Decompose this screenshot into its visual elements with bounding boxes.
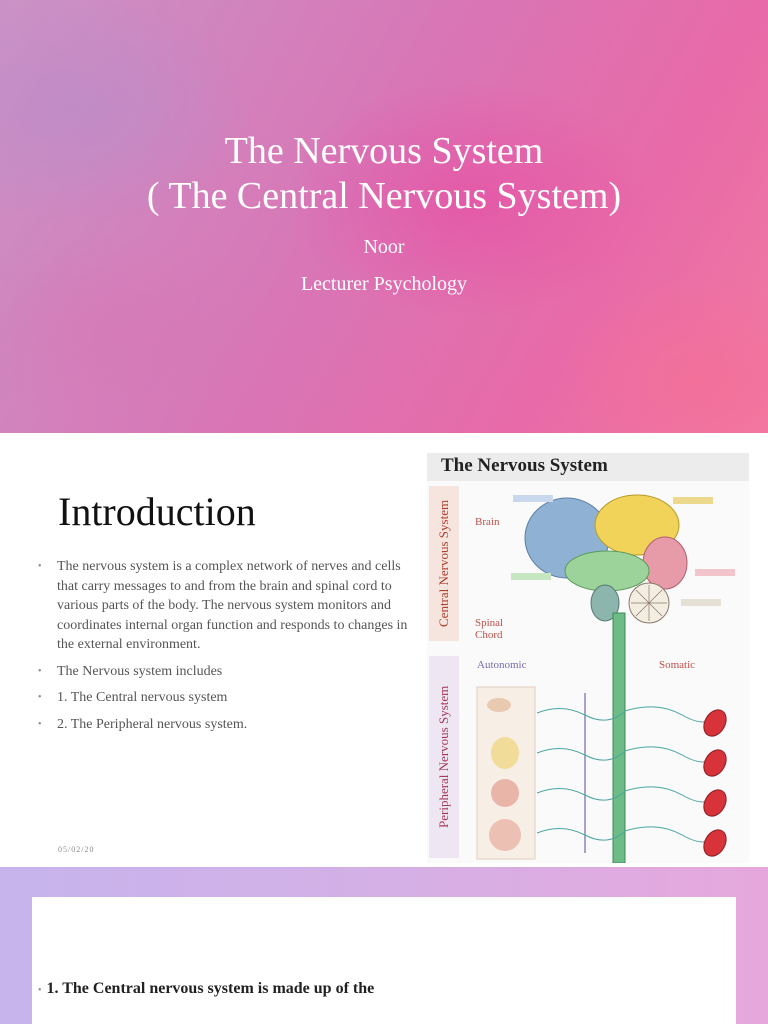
spinal-chord-label: Spinal Chord (475, 617, 503, 641)
bullet-item: • The Nervous system includes (38, 662, 418, 682)
occipital-lobe-shape (642, 536, 688, 590)
muscle-icons (703, 709, 727, 857)
author-role: Lecturer Psychology (300, 273, 468, 295)
nervous-system-infographic: The Nervous System Central Nervous Syste… (427, 453, 749, 863)
cerebellum-folds (631, 585, 667, 621)
organ-heart-shape (491, 779, 519, 807)
organ-eye-shape (487, 698, 511, 712)
organ-intestine-shape (489, 819, 521, 851)
organ-lungs-shape (491, 737, 519, 769)
bullet-dot-icon: • (38, 665, 42, 677)
bullet-item: • The nervous system is a complex network… (38, 557, 418, 655)
bullet-text: 1. The Central nervous system (57, 690, 228, 705)
title-slide: The Nervous System ( The Central Nervous… (0, 0, 768, 434)
bullet-dot-icon: • (38, 718, 42, 730)
brain-label: Brain (475, 516, 500, 528)
slide-title-line-2: ( The Central Nervous System) (146, 175, 622, 217)
bullet-text: 2. The Peripheral nervous system. (57, 716, 248, 732)
slide-heading: Introduction (58, 489, 256, 534)
spinal-label-line-1: Spinal (475, 617, 504, 629)
slide-title-line-1: The Nervous System (224, 130, 544, 172)
somatic-label: Somatic (659, 659, 696, 671)
infographic-title: The Nervous System (441, 455, 608, 476)
central-nervous-system-slide: • 1. The Central nervous system is made u… (0, 867, 768, 1024)
brain-and-nerves-illustration (476, 494, 735, 863)
bullet-text: The Nervous system includes (57, 663, 223, 679)
label-tag (695, 569, 735, 576)
nerve-lines (536, 706, 718, 843)
autonomic-label: Autonomic (477, 659, 527, 671)
introduction-slide: Introduction • The nervous system is a co… (0, 433, 768, 867)
spinal-label-line-2: Chord (475, 629, 503, 641)
label-tag (513, 495, 553, 502)
spinal-cord-shape (612, 612, 626, 863)
infographic-header: The Nervous System (427, 453, 749, 481)
bullet-list: • The nervous system is a complex network… (38, 557, 418, 741)
label-tag (511, 573, 551, 580)
bullet-item: • 1. The Central nervous system (38, 688, 418, 708)
bullet-text: 1. The Central nervous system is made up… (46, 980, 375, 997)
bullet-dot-icon: • (38, 692, 42, 703)
peripheral-label-box: Peripheral Nervous System (429, 656, 459, 858)
central-label-box: Central Nervous System (429, 486, 459, 641)
bullet-dot-icon: • (38, 561, 42, 572)
bullet-item: • 2. The Peripheral nervous system. (38, 715, 418, 735)
bullet-dot-icon: • (38, 985, 42, 996)
brainstem-shape (590, 584, 620, 622)
slide-date: 05/02/20 (58, 845, 95, 854)
content-card (32, 897, 736, 1024)
label-tag (673, 497, 713, 504)
author-name: Noor (363, 236, 405, 258)
bullet-text: The nervous system is a complex network … (57, 559, 408, 652)
label-tag (681, 599, 721, 606)
bullet-item: • 1. The Central nervous system is made u… (38, 980, 374, 998)
